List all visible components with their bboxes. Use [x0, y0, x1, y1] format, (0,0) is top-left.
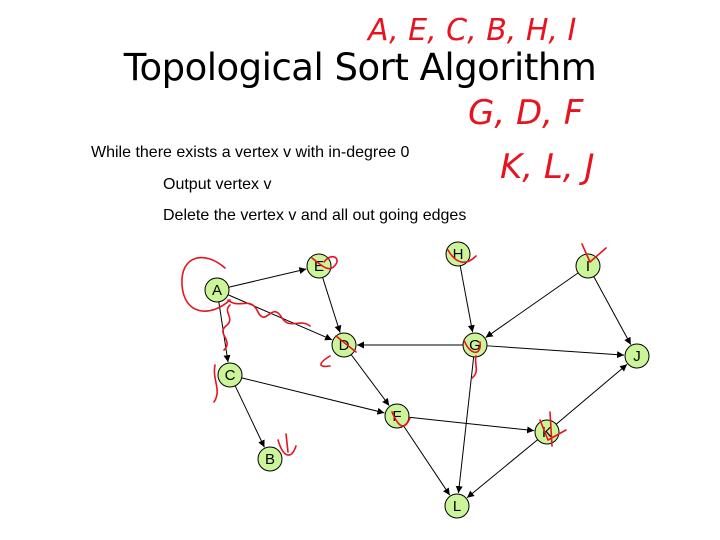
edge-k-j — [555, 364, 628, 425]
ink-scribble-a-to-d — [227, 299, 311, 327]
edge-g-j — [486, 345, 625, 359]
node-h: H — [445, 241, 471, 267]
node-label-b: B — [265, 451, 275, 468]
node-label-f: F — [392, 408, 401, 425]
node-a: A — [204, 277, 230, 303]
ink-mark-c — [213, 364, 218, 403]
edge-c-f — [241, 377, 385, 415]
node-circle-d — [331, 332, 357, 358]
node-i: I — [575, 253, 601, 279]
algorithm-step-delete: Delete the vertex v and all out going ed… — [163, 207, 467, 224]
ink-check-h — [447, 249, 477, 263]
node-label-l: L — [453, 498, 461, 515]
node-b: B — [257, 446, 283, 472]
node-label-c: C — [225, 367, 236, 384]
node-label-d: D — [339, 337, 350, 354]
node-label-h: H — [453, 246, 464, 263]
graph-nodes: A B C D E F G H I J K L — [204, 241, 650, 519]
node-l: L — [444, 493, 470, 519]
node-c: C — [217, 362, 243, 388]
node-circle-h — [445, 241, 471, 267]
ink-check-i — [581, 243, 607, 263]
node-circle-j — [624, 343, 650, 369]
node-circle-i — [575, 253, 601, 279]
edge-e-d — [322, 277, 342, 333]
node-circle-c — [217, 362, 243, 388]
node-f: F — [384, 403, 410, 429]
ink-mark-d — [320, 335, 357, 368]
edge-f-l — [403, 425, 451, 496]
handwritten-annotations: A, E, C, B, H, I G, D, F K, L, J — [181, 13, 607, 456]
edge-f-k — [408, 416, 535, 434]
slide-title: Topological Sort Algorithm — [123, 46, 597, 89]
edge-k-l — [466, 439, 539, 499]
ink-loop-around-a — [181, 256, 231, 312]
handwritten-order-line-3: K, L, J — [500, 147, 595, 187]
edge-g-l — [455, 356, 475, 494]
handwritten-order-line-2: G, D, F — [468, 93, 584, 133]
node-d: D — [331, 332, 357, 358]
ink-mark-k — [539, 411, 567, 447]
edge-c-b — [234, 385, 265, 448]
handwritten-order-line-1: A, E, C, B, H, I — [366, 13, 576, 48]
node-label-a: A — [212, 282, 222, 299]
node-circle-f — [384, 403, 410, 429]
ink-check-e — [311, 255, 338, 270]
node-circle-l — [444, 493, 470, 519]
ink-mark-b — [277, 433, 297, 456]
node-j: J — [624, 343, 650, 369]
node-label-g: G — [469, 337, 481, 354]
algorithm-step-loop: While there exists a vertex v with in-de… — [91, 144, 410, 161]
ink-mark-g — [463, 339, 481, 379]
edge-a-d — [227, 294, 333, 341]
node-label-k: K — [542, 424, 552, 441]
graph-edges — [218, 265, 632, 499]
node-circle-b — [257, 446, 283, 472]
ink-scribble-a-to-c — [222, 304, 231, 351]
algorithm-step-output: Output vertex v — [163, 176, 272, 193]
edge-a-e — [228, 267, 307, 288]
ink-mark-f — [391, 411, 411, 427]
edge-i-g — [485, 272, 579, 338]
node-label-e: E — [314, 258, 324, 275]
node-label-i: I — [586, 258, 590, 275]
node-label-j: J — [633, 348, 641, 365]
node-k: K — [534, 419, 560, 445]
node-circle-a — [204, 277, 230, 303]
edge-h-g — [459, 265, 475, 333]
edge-d-f — [350, 354, 390, 406]
edge-i-j — [593, 276, 632, 345]
